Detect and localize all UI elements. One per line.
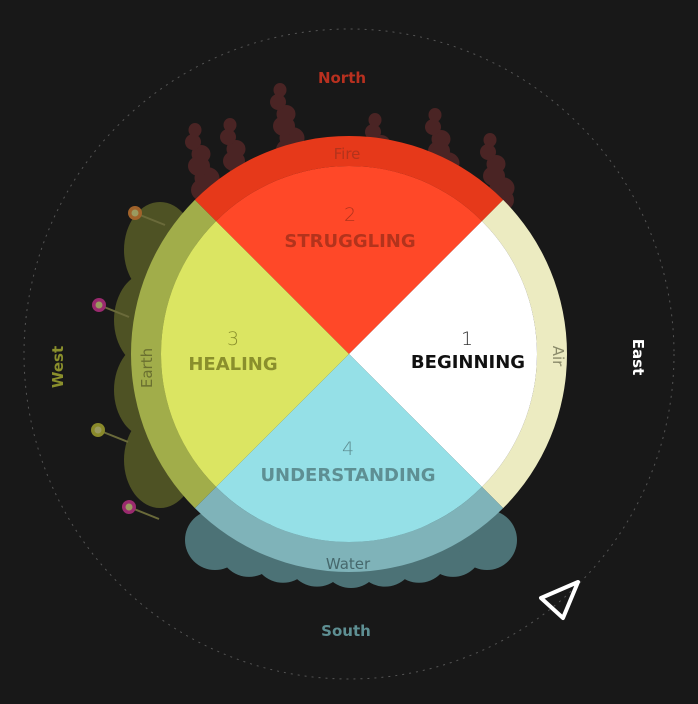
direction-north[interactable]: North bbox=[318, 69, 366, 87]
stage-number: 2 bbox=[344, 204, 356, 226]
flower-center bbox=[95, 301, 103, 309]
smoke-plume bbox=[226, 140, 246, 158]
element-air: Air bbox=[549, 346, 567, 367]
smoke-plume bbox=[425, 119, 441, 135]
smoke-plume bbox=[188, 123, 202, 137]
pointer-triangle-icon[interactable] bbox=[539, 580, 580, 620]
flower-center bbox=[131, 209, 139, 217]
smoke-plume bbox=[431, 130, 451, 148]
flower-center bbox=[125, 503, 133, 511]
quadrant-beginning[interactable] bbox=[349, 221, 537, 487]
smoke-plume bbox=[368, 113, 382, 127]
stage-number: 1 bbox=[461, 328, 473, 350]
stage-label: HEALING bbox=[188, 354, 277, 375]
smoke-plume bbox=[365, 124, 381, 140]
element-earth: Earth bbox=[138, 348, 156, 388]
smoke-plume bbox=[480, 144, 496, 160]
fire-ring bbox=[194, 136, 504, 222]
quadrant-struggling[interactable] bbox=[216, 166, 482, 354]
flower-center bbox=[94, 426, 102, 434]
smoke-plume bbox=[185, 134, 201, 150]
smoke-plume bbox=[270, 94, 286, 110]
orbit-path bbox=[23, 28, 675, 680]
smoke-plume bbox=[483, 133, 497, 147]
smoke-plume bbox=[223, 118, 237, 132]
stage-healing[interactable]: 3 HEALING bbox=[188, 328, 277, 375]
stage-understanding[interactable]: 4 UNDERSTANDING bbox=[260, 438, 435, 486]
smoke-plume bbox=[486, 155, 506, 173]
stage-beginning[interactable]: 1 BEGINNING bbox=[411, 328, 525, 373]
smoke-plume bbox=[428, 108, 442, 122]
element-water: Water bbox=[326, 555, 371, 573]
stage-number: 3 bbox=[227, 328, 239, 350]
direction-south[interactable]: South bbox=[321, 622, 371, 640]
direction-west[interactable]: West bbox=[49, 346, 67, 388]
stage-label: BEGINNING bbox=[411, 352, 525, 373]
smoke-plume bbox=[220, 129, 236, 145]
stage-label: STRUGGLING bbox=[284, 231, 415, 252]
stage-number: 4 bbox=[342, 438, 354, 460]
quadrant-healing[interactable] bbox=[161, 221, 349, 487]
air-ring bbox=[481, 199, 567, 509]
smoke-plume bbox=[273, 83, 287, 97]
water-ring bbox=[194, 486, 504, 572]
quadrant-understanding[interactable] bbox=[216, 354, 482, 542]
smoke-plume bbox=[276, 105, 296, 123]
stage-label: UNDERSTANDING bbox=[260, 465, 435, 486]
element-fire: Fire bbox=[334, 145, 361, 163]
earth-ring bbox=[131, 199, 217, 509]
smoke-plume bbox=[191, 145, 211, 163]
stage-struggling[interactable]: 2 STRUGGLING bbox=[284, 204, 415, 252]
direction-east[interactable]: East bbox=[629, 339, 647, 375]
